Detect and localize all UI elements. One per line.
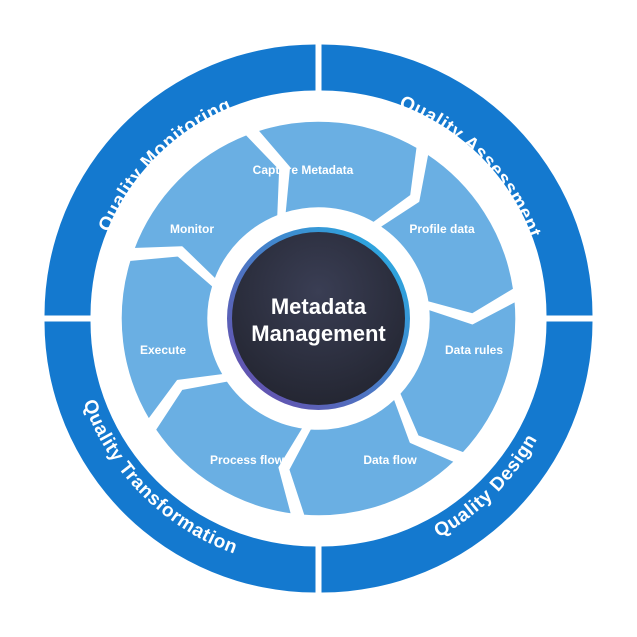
segment-label-capture-metadata: Capture Metadata bbox=[253, 163, 354, 177]
outer-quadrant-quality-monitoring bbox=[44, 44, 316, 316]
outer-quadrant-quality-assessment bbox=[321, 44, 593, 316]
inner-segment-process-flow bbox=[153, 379, 306, 517]
segment-label-data-rules: Data rules bbox=[445, 343, 503, 357]
segment-label-execute: Execute bbox=[140, 343, 186, 357]
inner-segment-monitor bbox=[131, 132, 282, 282]
inner-segment-profile-data bbox=[377, 151, 516, 316]
segment-label-profile-data: Profile data bbox=[409, 222, 475, 236]
center-hub: Metadata Management bbox=[227, 227, 410, 410]
inner-segment-execute bbox=[119, 253, 226, 422]
inner-segment-data-flow bbox=[286, 396, 457, 518]
segment-label-monitor: Monitor bbox=[170, 222, 214, 236]
inner-ring-labels: Capture Metadata Profile data Data rules… bbox=[140, 163, 503, 467]
center-circle bbox=[227, 227, 410, 410]
center-title-line2: Management bbox=[251, 321, 386, 346]
segment-label-data-flow: Data flow bbox=[363, 453, 417, 467]
outer-quadrant-quality-design bbox=[321, 321, 593, 593]
outer-ring bbox=[44, 44, 593, 593]
inner-segment-capture-metadata bbox=[255, 119, 420, 225]
center-title-line1: Metadata bbox=[271, 294, 367, 319]
inner-ring bbox=[119, 119, 518, 518]
segment-label-process-flow: Process flow bbox=[210, 453, 285, 467]
outer-quadrant-quality-transformation bbox=[44, 321, 316, 593]
inner-segment-data-rules bbox=[397, 299, 518, 455]
